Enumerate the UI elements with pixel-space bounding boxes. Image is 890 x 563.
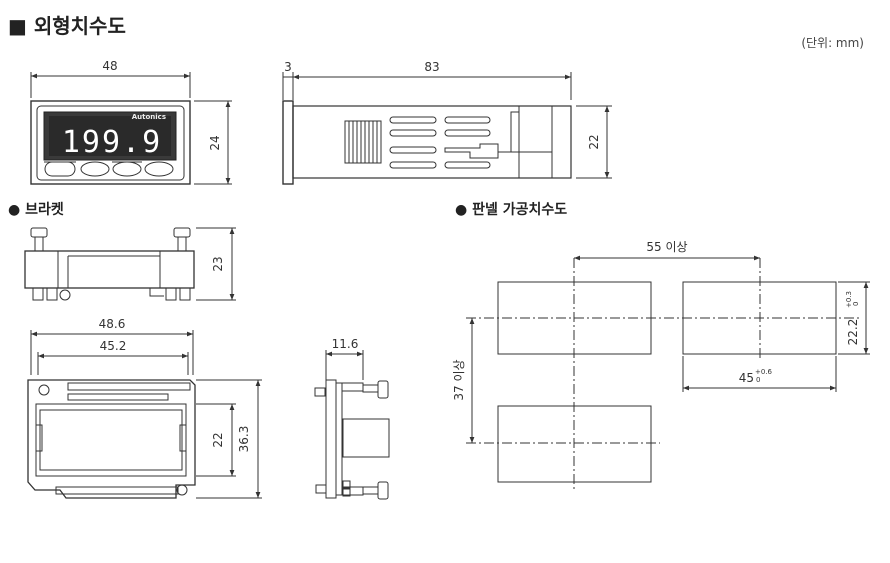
- side-body-depth-label: 83: [424, 60, 439, 74]
- panel-v-pitch-label: 37 이상: [452, 359, 466, 400]
- side-front-depth-label: 3: [284, 60, 292, 74]
- side-view: [282, 72, 612, 185]
- page-title: ■ 외형치수도: [8, 14, 126, 38]
- panel-cut-width-tol-minus: 0: [756, 376, 760, 384]
- bracket-side-height-label: 23: [211, 256, 225, 271]
- bracket-inner-width-label: 45.2: [100, 339, 127, 353]
- front-width-label: 48: [102, 59, 117, 73]
- panel-cut-width-tol-plus: +0.6: [755, 368, 773, 376]
- panel-cutout: [466, 255, 870, 490]
- bracket-outer-width-label: 48.6: [99, 317, 126, 331]
- front-height-label: 24: [208, 135, 222, 150]
- bracket-outer-height-label: 36.3: [237, 426, 251, 453]
- display-readout: 199.9: [62, 125, 162, 160]
- section-bracket-title: ● 브라켓: [8, 202, 64, 218]
- side-height-label: 22: [587, 134, 601, 149]
- panel-h-pitch-label: 55 이상: [646, 240, 687, 254]
- bracket-inner-height-label: 22: [211, 432, 225, 447]
- panel-cut-height-tol-plus: +0.3: [845, 291, 853, 308]
- bracket-top-view: [27, 330, 262, 499]
- bracket-side-view: [24, 227, 236, 301]
- bracket-depth-label: 11.6: [332, 337, 359, 351]
- panel-cut-height-label: 22.2: [846, 319, 860, 346]
- panel-cut-height-tol-minus: 0: [852, 302, 860, 306]
- panel-cut-width-label: 45: [739, 371, 754, 385]
- section-panel-cutout-title: ● 판넬 가공치수도: [455, 202, 568, 218]
- bracket-end-view: [314, 350, 390, 500]
- brand-logo-text: Autonics: [132, 113, 166, 121]
- front-view: [30, 72, 232, 185]
- panel-cut-height-group: 22.2 +0.3 0: [845, 291, 860, 345]
- unit-label: (단위: mm): [801, 36, 864, 50]
